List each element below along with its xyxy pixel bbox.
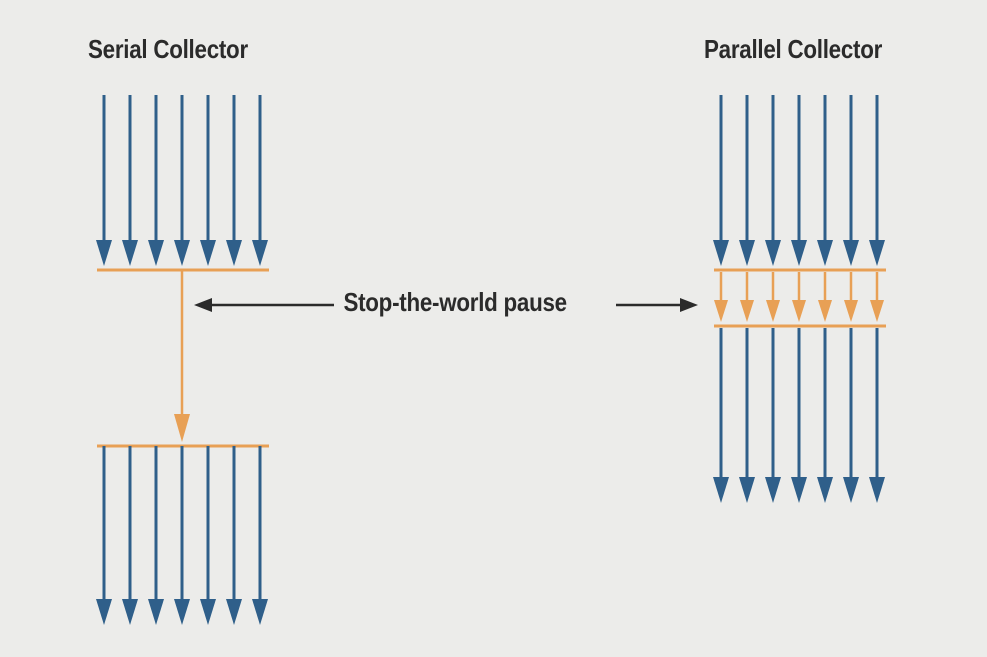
serial-app-thread-arrow-bottom-2-head: [122, 599, 138, 625]
pause-pointer-right-head: [680, 298, 698, 312]
serial-app-thread-arrow-top-5-head: [200, 240, 216, 266]
parallel-app-thread-arrow-top-2-head: [739, 240, 755, 266]
parallel-app-thread-arrow-top-5-head: [817, 240, 833, 266]
serial-gc-thread-arrow-head: [174, 414, 190, 442]
parallel-gc-thread-arrow-2-head: [740, 300, 754, 322]
parallel-gc-thread-arrow-5-head: [818, 300, 832, 322]
parallel-app-thread-arrow-bottom-1-head: [713, 477, 729, 503]
serial-app-thread-arrow-bottom-5-head: [200, 599, 216, 625]
serial-app-thread-arrow-bottom-7-head: [252, 599, 268, 625]
serial-app-thread-arrow-top-3-head: [148, 240, 164, 266]
parallel-gc-thread-arrow-3-head: [766, 300, 780, 322]
parallel-gc-thread-arrow-7-head: [870, 300, 884, 322]
serial-app-thread-arrow-top-7-head: [252, 240, 268, 266]
serial-app-thread-arrow-top-4-head: [174, 240, 190, 266]
stop-the-world-pause-label: Stop-the-world pause: [340, 287, 571, 318]
parallel-app-thread-arrow-top-4-head: [791, 240, 807, 266]
serial-app-thread-arrow-top-2-head: [122, 240, 138, 266]
parallel-app-thread-arrow-bottom-6-head: [843, 477, 859, 503]
serial-app-thread-arrow-top-6-head: [226, 240, 242, 266]
parallel-collector-title: Parallel Collector: [704, 34, 883, 64]
parallel-app-thread-arrow-top-3-head: [765, 240, 781, 266]
serial-collector-title: Serial Collector: [88, 34, 248, 64]
serial-app-thread-arrow-bottom-4-head: [174, 599, 190, 625]
parallel-gc-thread-arrow-6-head: [844, 300, 858, 322]
parallel-app-thread-arrow-bottom-3-head: [765, 477, 781, 503]
serial-app-thread-arrow-bottom-3-head: [148, 599, 164, 625]
pause-pointer-left-head: [194, 298, 212, 312]
parallel-gc-thread-arrow-4-head: [792, 300, 806, 322]
serial-app-thread-arrow-bottom-6-head: [226, 599, 242, 625]
parallel-gc-thread-arrow-1-head: [714, 300, 728, 322]
serial-app-thread-arrow-bottom-1-head: [96, 599, 112, 625]
parallel-app-thread-arrow-top-1-head: [713, 240, 729, 266]
parallel-app-thread-arrow-bottom-2-head: [739, 477, 755, 503]
serial-app-thread-arrow-top-1-head: [96, 240, 112, 266]
parallel-app-thread-arrow-bottom-4-head: [791, 477, 807, 503]
parallel-app-thread-arrow-bottom-7-head: [869, 477, 885, 503]
parallel-app-thread-arrow-bottom-5-head: [817, 477, 833, 503]
parallel-app-thread-arrow-top-6-head: [843, 240, 859, 266]
parallel-app-thread-arrow-top-7-head: [869, 240, 885, 266]
